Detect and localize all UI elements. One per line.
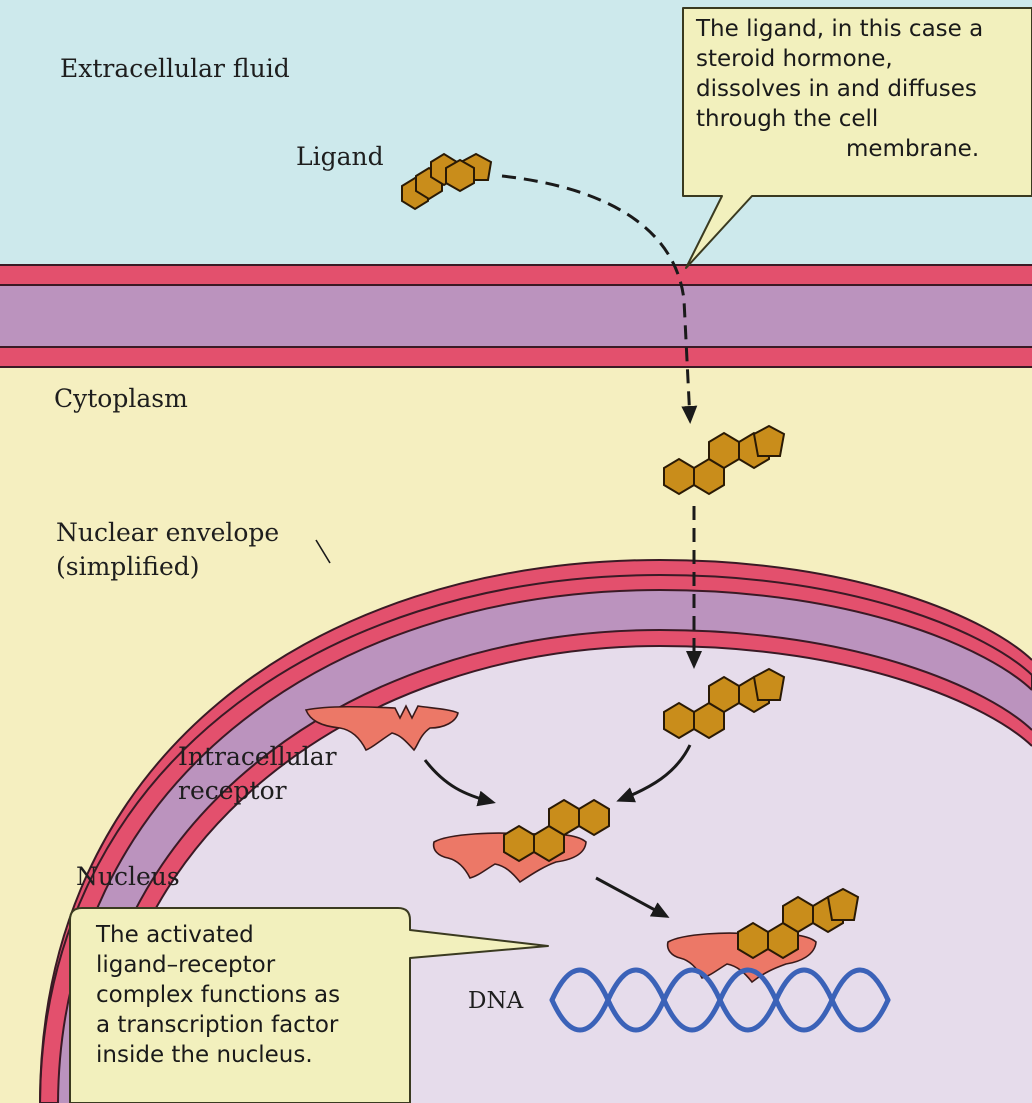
nuclear-envelope-label: Nuclear envelope (simplified) xyxy=(56,516,279,584)
callout-top-text: The ligand, in this case a steroid hormo… xyxy=(696,14,983,164)
callout-bottom-line-5: inside the nucleus. xyxy=(96,1040,340,1070)
nuclear-envelope-label-line-2: (simplified) xyxy=(56,550,279,584)
extracellular-fluid-label: Extracellular fluid xyxy=(60,52,290,86)
callout-bottom-line-4: a transcription factor xyxy=(96,1010,340,1040)
receptor-label-line-2: receptor xyxy=(178,774,337,808)
receptor-label-line-1: Intracellular xyxy=(178,740,337,774)
callout-bottom-line-2: ligand–receptor xyxy=(96,950,340,980)
nucleus-label: Nucleus xyxy=(76,860,180,894)
callout-top-line-2: steroid hormone, xyxy=(696,44,983,74)
callout-bottom-line-3: complex functions as xyxy=(96,980,340,1010)
cytoplasm-label: Cytoplasm xyxy=(54,382,188,416)
dna-label: DNA xyxy=(468,984,523,1018)
callout-top-line-5: membrane. xyxy=(696,134,983,164)
callout-top-line-4: through the cell xyxy=(696,104,983,134)
nuclear-envelope-label-line-1: Nuclear envelope xyxy=(56,516,279,550)
cell-membrane xyxy=(0,265,1032,367)
ligand-label: Ligand xyxy=(296,140,384,174)
callout-top-line-3: dissolves in and diffuses xyxy=(696,74,983,104)
callout-top-line-1: The ligand, in this case a xyxy=(696,14,983,44)
callout-bottom-text: The activated ligand–receptor complex fu… xyxy=(96,920,340,1070)
callout-bottom-line-1: The activated xyxy=(96,920,340,950)
receptor-label: Intracellular receptor xyxy=(178,740,337,808)
